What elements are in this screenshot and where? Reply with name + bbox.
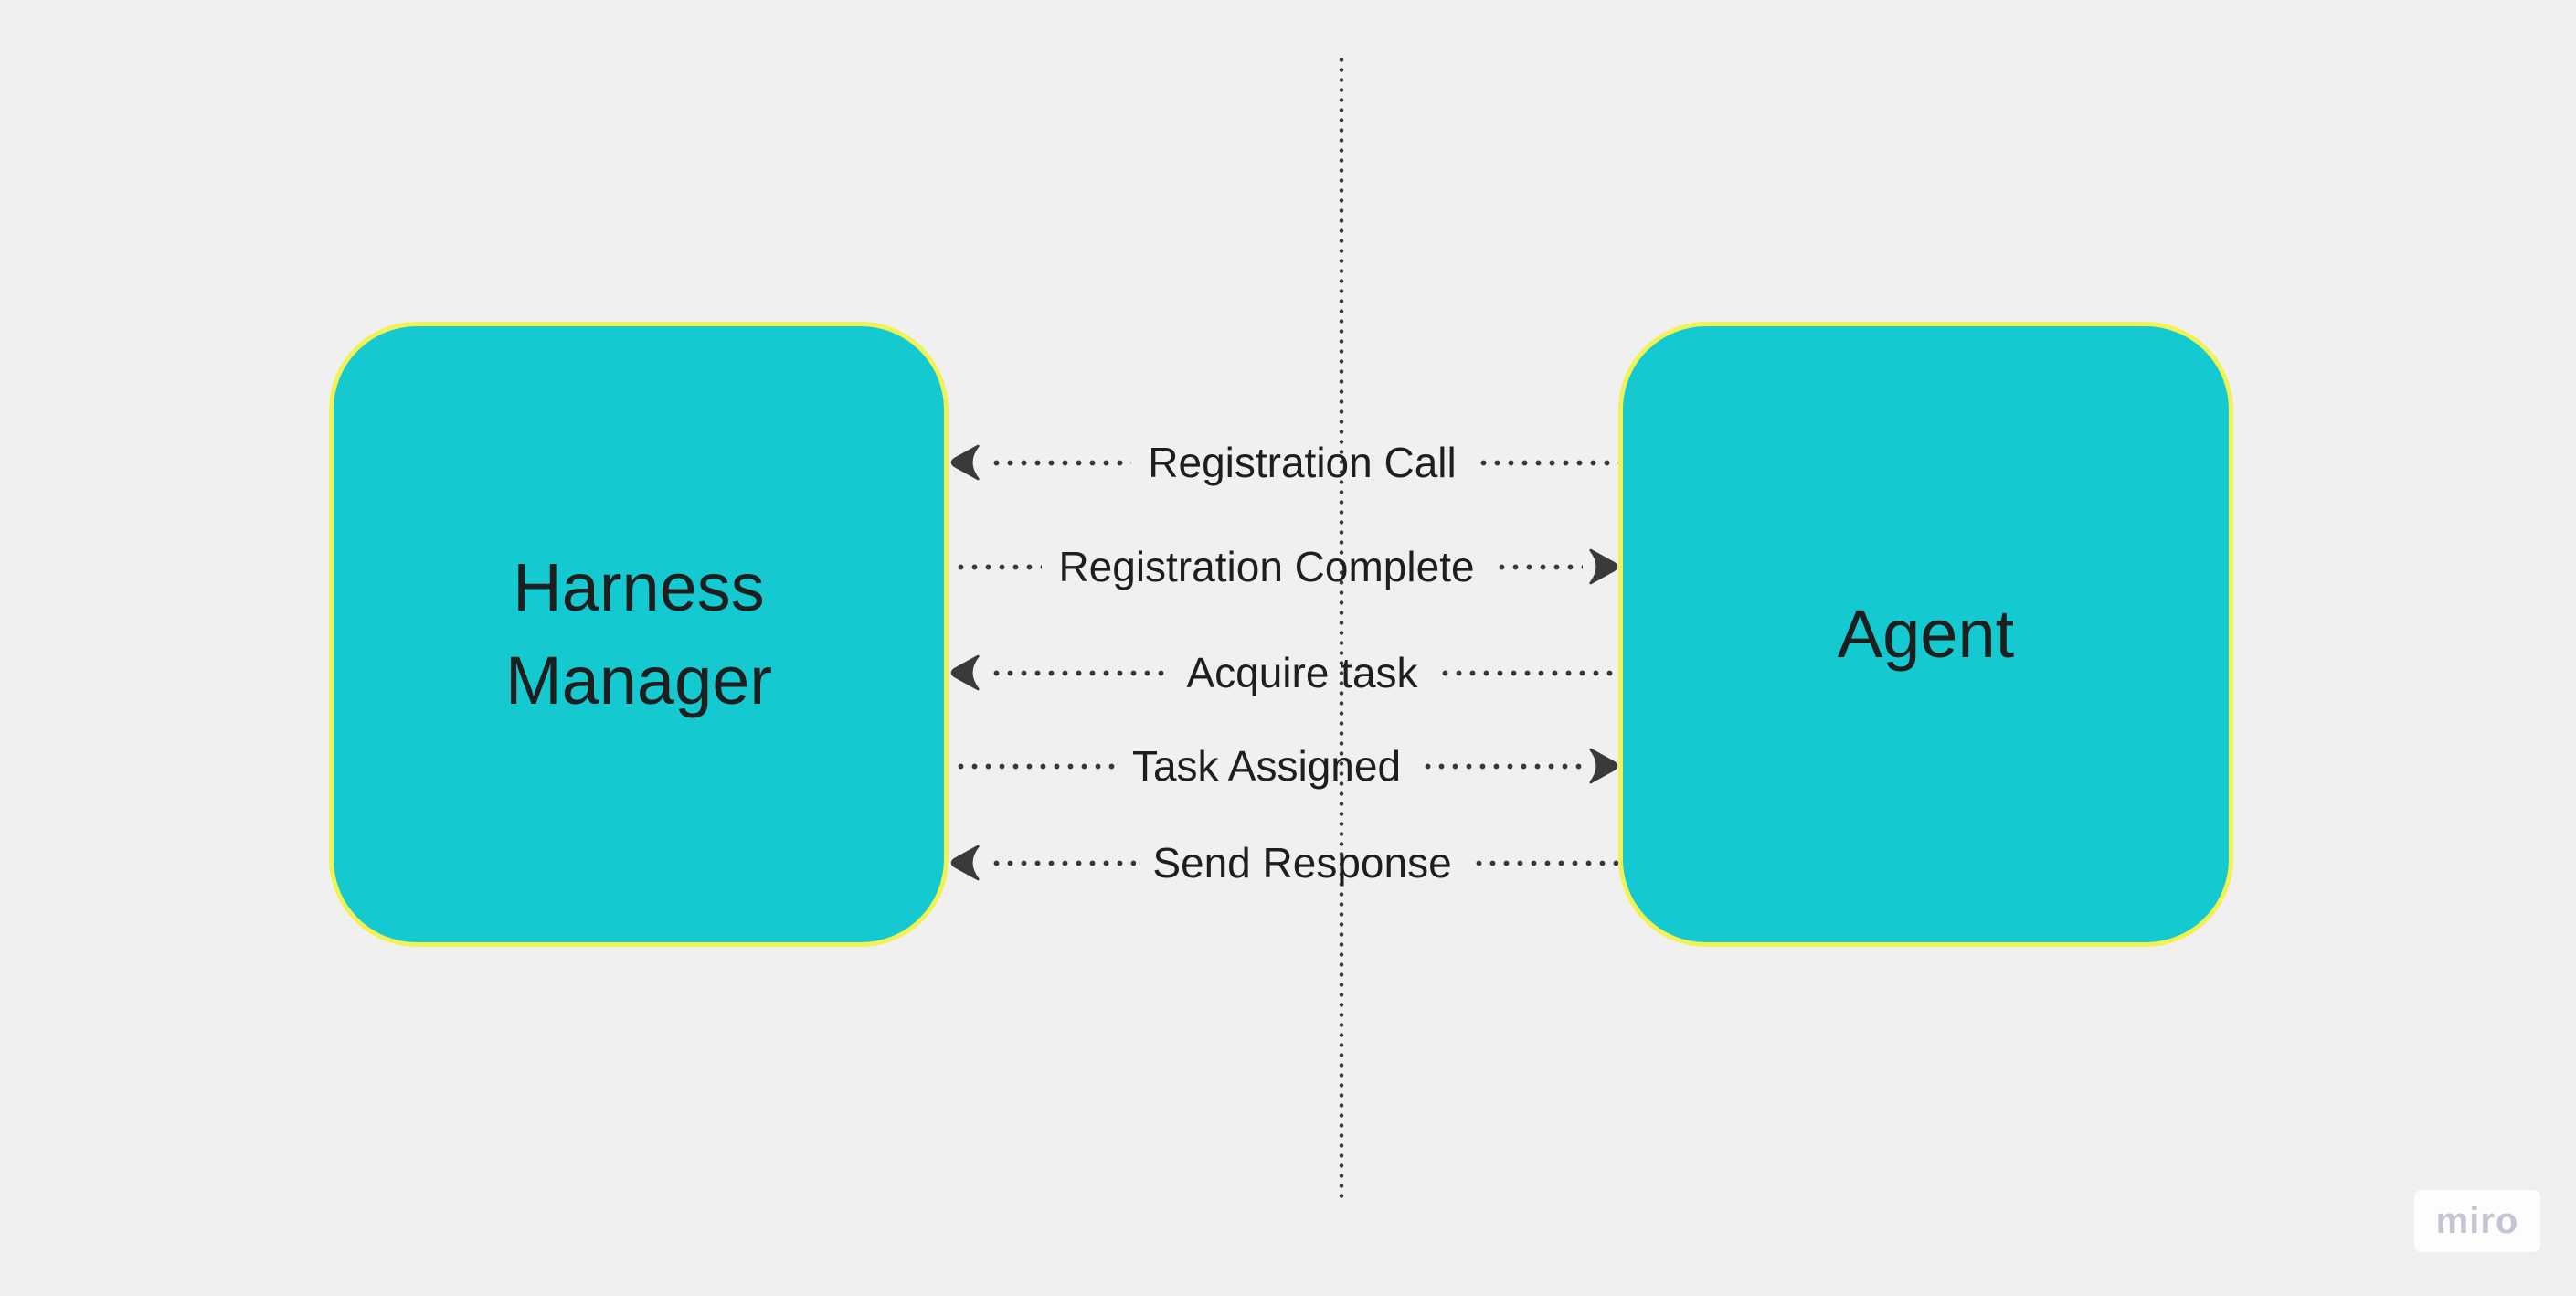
connector-acquire-task[interactable]: Acquire task: [950, 644, 1618, 701]
message-label: Registration Complete: [1058, 543, 1475, 590]
miro-watermark: miro: [2414, 1190, 2540, 1252]
arrowhead-left-icon: [950, 443, 981, 482]
connector-task-assigned[interactable]: Task Assigned: [950, 738, 1618, 794]
miro-logo-text: miro: [2435, 1200, 2519, 1241]
arrowhead-right-icon: [1587, 747, 1618, 785]
dotted-line: [1472, 459, 1619, 466]
dotted-line: [1417, 762, 1583, 770]
node-agent-label: Agent: [1837, 595, 2015, 672]
arrowhead-left-icon: [950, 844, 981, 882]
connector-registration-complete[interactable]: Registration Complete: [950, 538, 1618, 595]
message-label: Acquire task: [1186, 649, 1418, 696]
dotted-line: [950, 762, 1116, 770]
dotted-line: [950, 563, 1043, 570]
lifeline-dotted-divider: [1337, 55, 1346, 1203]
message-label: Registration Call: [1148, 439, 1457, 486]
connector-send-response[interactable]: Send Response: [950, 834, 1619, 891]
arrowhead-right-icon: [1587, 547, 1618, 586]
connector-registration-call[interactable]: Registration Call: [950, 434, 1619, 491]
dotted-line: [1434, 669, 1618, 676]
dotted-line: [1490, 563, 1584, 570]
message-label: Task Assigned: [1131, 742, 1402, 790]
message-label: Send Response: [1152, 839, 1452, 887]
dotted-line: [986, 859, 1137, 866]
dotted-line: [986, 459, 1132, 466]
node-agent[interactable]: Agent: [1618, 322, 2233, 947]
node-harness-manager-label: Harness Manager: [504, 548, 773, 718]
arrowhead-left-icon: [950, 653, 981, 692]
node-harness-manager[interactable]: Harness Manager: [329, 322, 949, 947]
dotted-line: [1468, 859, 1619, 866]
dotted-line: [986, 669, 1171, 676]
